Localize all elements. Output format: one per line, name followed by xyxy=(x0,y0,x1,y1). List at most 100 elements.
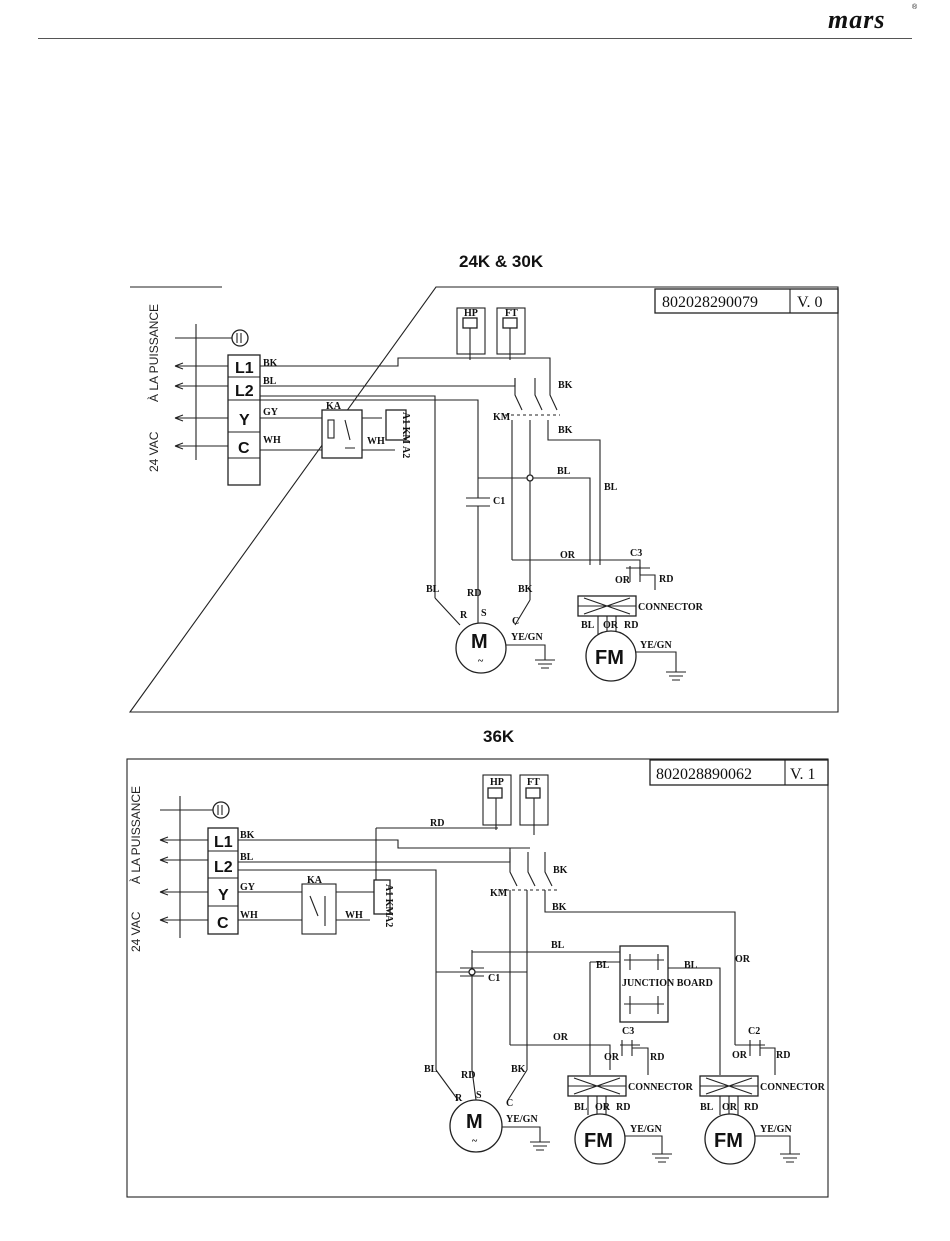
d1-bl-fm: BL xyxy=(581,620,595,631)
d1-bl-mid: BL xyxy=(557,466,571,477)
diagram2-terminal-y: Y xyxy=(218,887,229,904)
d1-bl-comp: BL xyxy=(426,584,440,595)
d2-junction-label: JUNCTION BOARD xyxy=(622,978,713,989)
d2-coil-label-a: A1 KM xyxy=(383,884,394,917)
d1-or-fm: OR xyxy=(603,620,619,631)
d2-bl-fm2: BL xyxy=(700,1102,714,1113)
d1-coil-label-a: A1 KM xyxy=(400,412,411,445)
d2-term-c: C xyxy=(506,1098,513,1109)
svg-text:~: ~ xyxy=(478,656,484,667)
d2-wire-wh2: WH xyxy=(345,910,363,921)
d1-compressor: M xyxy=(471,631,488,653)
d1-yegn-fm: YE/GN xyxy=(640,640,672,651)
d2-bl-jb-left: BL xyxy=(596,960,610,971)
d2-or-c2: OR xyxy=(732,1050,748,1061)
d2-connector1-label: CONNECTOR xyxy=(628,1082,694,1093)
d2-bk-right: BK xyxy=(553,865,568,876)
d1-rd-comp: RD xyxy=(467,588,481,599)
d2-connector2-label: CONNECTOR xyxy=(760,1082,826,1093)
svg-text:~: ~ xyxy=(472,1136,478,1147)
d2-wire-gy: GY xyxy=(240,882,256,893)
d2-rd-fm1: RD xyxy=(616,1102,630,1113)
d1-coil-label-b: A2 xyxy=(400,446,411,458)
d1-or-mid: OR xyxy=(560,550,576,561)
diagram2-part-number: 802028890062 xyxy=(656,766,752,783)
d1-km-label: KM xyxy=(493,412,511,423)
d2-fan-motor-1: FM xyxy=(584,1130,613,1152)
d1-bl-right: BL xyxy=(604,482,618,493)
d1-hp-label: HP xyxy=(464,308,478,319)
d1-rd-c3: RD xyxy=(659,574,673,585)
diagram2-version: V. 1 xyxy=(790,766,816,783)
d1-yegn-comp: YE/GN xyxy=(511,632,543,643)
d1-term-c: C xyxy=(512,616,519,627)
diagram1-terminal-c: C xyxy=(238,440,250,457)
diagram1-part-number: 802028290079 xyxy=(662,294,758,311)
d2-or-fm1: OR xyxy=(595,1102,611,1113)
diagram2-24vac-label: 24 VAC xyxy=(129,911,143,952)
d2-bl-fm1: BL xyxy=(574,1102,588,1113)
diagram2: 802028890062 V. 1 À LA PUISSANCE 24 VAC … xyxy=(126,758,829,1198)
d1-wire-wh: WH xyxy=(263,435,281,446)
d2-rd-c2: RD xyxy=(776,1050,790,1061)
d1-bk-comp: BK xyxy=(518,584,533,595)
diagram2-terminal-c: C xyxy=(217,915,229,932)
diagram1-terminal-y: Y xyxy=(239,412,250,429)
d2-rd-fm2: RD xyxy=(744,1102,758,1113)
d1-c3-label: C3 xyxy=(630,548,642,559)
d2-or-c3: OR xyxy=(604,1052,620,1063)
d1-ft-label: FT xyxy=(505,308,518,319)
d2-coil-label-b: A2 xyxy=(383,915,394,927)
d1-wire-bk: BK xyxy=(263,358,278,369)
d1-fan-motor: FM xyxy=(595,647,624,669)
d1-wire-bl: BL xyxy=(263,376,277,387)
d2-wire-wh: WH xyxy=(240,910,258,921)
d1-term-r: R xyxy=(460,610,468,621)
registered-mark: ® xyxy=(912,4,918,11)
d2-or-far: OR xyxy=(735,954,751,965)
diagram1-power-label: À LA PUISSANCE xyxy=(146,304,161,402)
d1-ka-label: KA xyxy=(326,401,342,412)
d1-c1-label: C1 xyxy=(493,496,505,507)
d2-wire-bk: BK xyxy=(240,830,255,841)
diagram2-title: 36K xyxy=(483,727,515,746)
d1-bk-right2: BK xyxy=(558,425,573,436)
d2-compressor: M xyxy=(466,1111,483,1133)
diagram2-terminal-l2: L2 xyxy=(214,859,233,876)
d1-term-s: S xyxy=(481,608,487,619)
d2-bl-jb-right: BL xyxy=(684,960,698,971)
d2-fan-motor-2: FM xyxy=(714,1130,743,1152)
brand-logo: mars xyxy=(828,5,886,34)
d1-wire-gy: GY xyxy=(263,407,279,418)
d2-bl-comp: BL xyxy=(424,1064,438,1075)
d1-bk-right: BK xyxy=(558,380,573,391)
d2-rd-c3: RD xyxy=(650,1052,664,1063)
diagram1: 802028290079 V. 0 À LA PUISSANCE 24 VAC … xyxy=(128,286,839,713)
d2-c3-label: C3 xyxy=(622,1026,634,1037)
d2-yegn-comp: YE/GN xyxy=(506,1114,538,1125)
diagram2-power-label: À LA PUISSANCE xyxy=(128,786,143,884)
diagram1-terminal-l1: L1 xyxy=(235,360,254,377)
d1-wire-wh2: WH xyxy=(367,436,385,447)
d2-bk-right2: BK xyxy=(552,902,567,913)
d1-connector-label: CONNECTOR xyxy=(638,602,704,613)
diagram2-terminal-l1: L1 xyxy=(214,834,233,851)
d1-rd-fm: RD xyxy=(624,620,638,631)
d2-bl-mid: BL xyxy=(551,940,565,951)
diagram1-24vac-label: 24 VAC xyxy=(147,431,161,472)
d2-yegn-fm1: YE/GN xyxy=(630,1124,662,1135)
d2-yegn-fm2: YE/GN xyxy=(760,1124,792,1135)
d2-term-r: R xyxy=(455,1093,463,1104)
d2-rd-top: RD xyxy=(430,818,444,829)
diagram1-terminal-l2: L2 xyxy=(235,383,254,400)
diagram1-version: V. 0 xyxy=(797,294,823,311)
d2-term-s: S xyxy=(476,1090,482,1101)
d2-ft-label: FT xyxy=(527,777,540,788)
d2-hp-label: HP xyxy=(490,777,504,788)
d2-rd-comp: RD xyxy=(461,1070,475,1081)
d2-wire-bl: BL xyxy=(240,852,254,863)
d1-or-c3: OR xyxy=(615,575,631,586)
d2-or-fm2: OR xyxy=(722,1102,738,1113)
d2-ka-label: KA xyxy=(307,875,323,886)
